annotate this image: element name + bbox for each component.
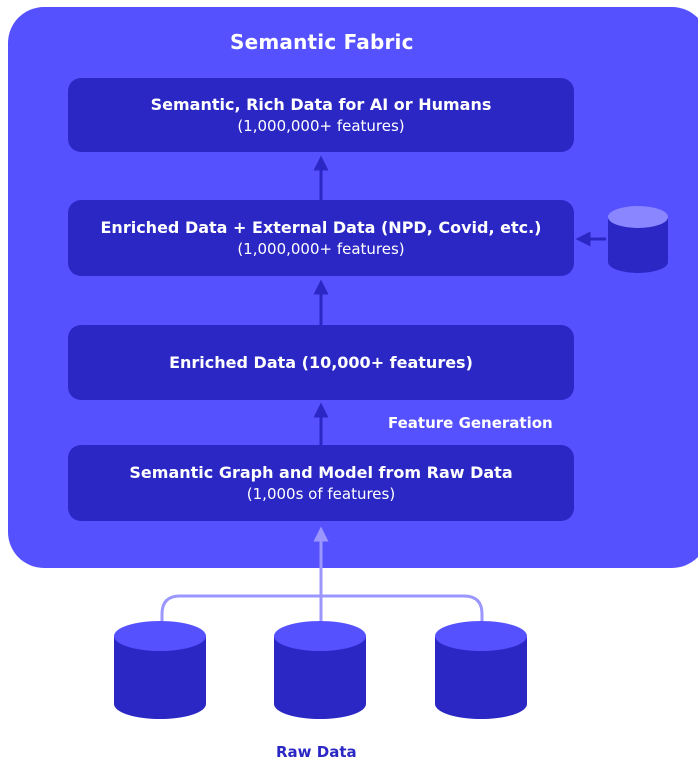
box-rich-data-title: Semantic, Rich Data for AI or Humans xyxy=(150,94,492,114)
raw-data-connector xyxy=(160,526,484,634)
box-enriched-external-title: Enriched Data + External Data (NPD, Covi… xyxy=(100,217,542,237)
box-rich-data: Semantic, Rich Data for AI or Humans (1,… xyxy=(68,78,574,152)
box-enriched-external-subtitle: (1,000,000+ features) xyxy=(237,239,405,258)
raw-database-icon xyxy=(435,621,527,719)
external-database-icon xyxy=(608,206,668,273)
fabric-title: Semantic Fabric xyxy=(230,30,414,54)
box-rich-data-subtitle: (1,000,000+ features) xyxy=(237,116,405,135)
raw-database-icon xyxy=(114,621,206,719)
box-semantic-graph-subtitle: (1,000s of features) xyxy=(246,484,396,503)
raw-data-label: Raw Data xyxy=(276,743,357,761)
feature-generation-label: Feature Generation xyxy=(388,414,553,432)
box-semantic-graph-title: Semantic Graph and Model from Raw Data xyxy=(129,462,513,482)
raw-database-icon xyxy=(274,621,366,719)
box-enriched-title: Enriched Data (10,000+ features) xyxy=(169,352,473,372)
box-enriched-external-data: Enriched Data + External Data (NPD, Covi… xyxy=(68,200,574,276)
box-enriched-data: Enriched Data (10,000+ features) xyxy=(68,325,574,400)
box-semantic-graph: Semantic Graph and Model from Raw Data (… xyxy=(68,445,574,521)
